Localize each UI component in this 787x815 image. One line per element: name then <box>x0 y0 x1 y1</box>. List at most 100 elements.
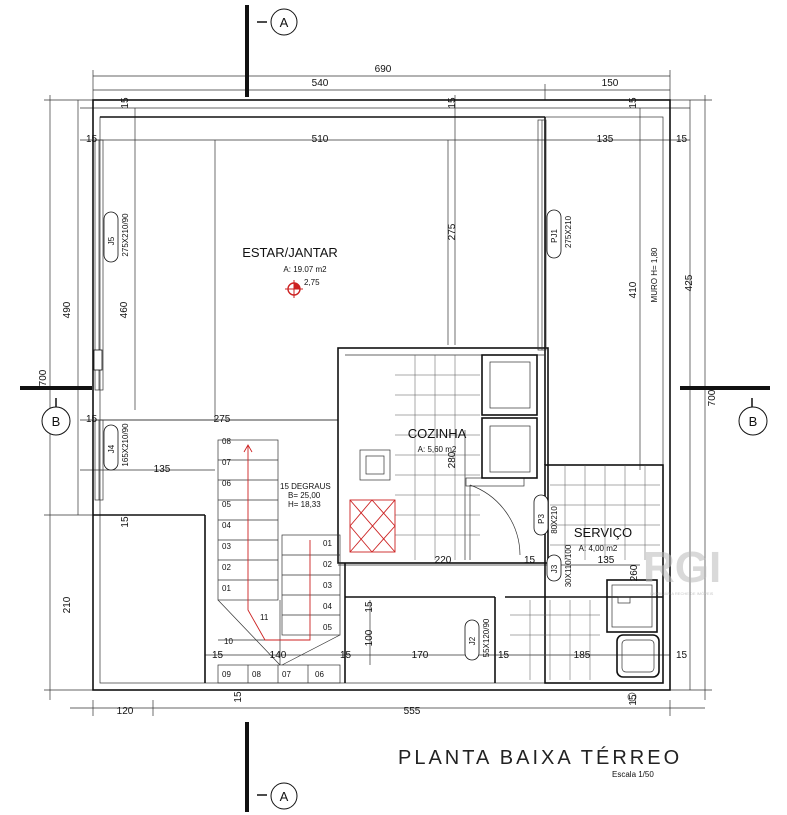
room-estar-level: 2,75 <box>304 278 320 287</box>
opening-j2: J2 55X120/90 <box>464 618 491 661</box>
opening-j4-id: J4 <box>107 444 116 453</box>
openings <box>93 119 547 560</box>
dim-wall-15: 15 <box>628 97 639 109</box>
opening-pj1-size: 275X210 <box>564 215 573 248</box>
dim-inner-510: 510 <box>312 134 329 145</box>
opening-j5-id: J5 <box>107 236 116 245</box>
section-a-top-marker <box>270 8 298 36</box>
section-b-left-label: B <box>52 414 61 429</box>
room-servico-area: A: 4,00 m2 <box>579 544 618 553</box>
section-a-bottom-label: A <box>280 789 289 804</box>
stair-riser: H= 18,33 <box>288 500 321 509</box>
stair-step: 05 <box>323 623 332 632</box>
dim-right-410: 410 <box>628 281 639 298</box>
opening-pj1-id: PJ1 <box>550 229 559 243</box>
dim-wall-15: 15 <box>340 650 352 661</box>
room-cozinha-area: A: 5,60 m2 <box>418 445 457 454</box>
stair-step: 09 <box>222 670 231 679</box>
dim-wall-15: 15 <box>628 694 639 706</box>
dim-left-700: 700 <box>38 369 49 386</box>
room-cozinha-name: COZINHA <box>408 426 467 441</box>
room-estar-area: A: 19.07 m2 <box>283 265 327 274</box>
stair-step: 06 <box>222 479 231 488</box>
dim-right-425: 425 <box>684 274 695 291</box>
stair-step: 02 <box>323 560 332 569</box>
section-a-top-label: A <box>280 15 289 30</box>
dim-wall-15: 15 <box>676 134 688 145</box>
fixtures <box>349 354 660 702</box>
stair-step: 03 <box>222 542 231 551</box>
dim-inner-135: 135 <box>597 134 614 145</box>
dim-wall-15: 15 <box>498 650 510 661</box>
watermark-brand: RGI <box>643 543 721 592</box>
stair-step: 10 <box>224 637 233 646</box>
room-estar-name: ESTAR/JANTAR <box>242 245 338 260</box>
dim-bottom-120: 120 <box>117 706 134 717</box>
stair-step: 05 <box>222 500 231 509</box>
dim-wall-15: 15 <box>676 650 688 661</box>
opening-j3-id: J3 <box>550 564 559 573</box>
drawing-scale: Escala 1/50 <box>612 770 654 779</box>
dim-top-right: 150 <box>602 78 619 89</box>
dim-wall-15: 15 <box>447 97 458 109</box>
dim-top-left: 540 <box>312 78 329 89</box>
room-servico-name: SERVIÇO <box>574 525 632 540</box>
section-cuts <box>20 5 770 812</box>
section-b-right-marker <box>738 406 768 436</box>
drawing-title: PLANTA BAIXA TÉRREO <box>398 746 682 769</box>
dim-serv-135: 135 <box>598 555 615 566</box>
dim-bath-100: 100 <box>364 629 375 646</box>
opening-j5-size: 275X210/90 <box>121 213 130 257</box>
watermark-tagline: IMOBILIÁRIA RECHE DE IMÓVEIS <box>650 591 714 596</box>
walls <box>92 99 671 691</box>
opening-j3-size: 30X110/100 <box>564 544 573 587</box>
dim-wall-15: 15 <box>86 414 98 425</box>
dim-kitchen-220: 220 <box>435 555 452 566</box>
stair-step: 03 <box>323 581 332 590</box>
stair <box>217 439 341 684</box>
dim-wall-15: 15 <box>233 691 244 703</box>
stair-label: 15 DEGRAUS <box>280 482 331 491</box>
dim-mid-135: 135 <box>154 464 171 475</box>
dim-left-490: 490 <box>62 301 73 318</box>
dim-wall-15: 15 <box>120 97 131 109</box>
dim-bottom-185: 185 <box>574 650 591 661</box>
dim-wall-15: 15 <box>86 134 98 145</box>
wall-note: MURO H= 1,80 <box>650 247 659 302</box>
stair-tread: B= 25,00 <box>288 491 321 500</box>
stair-step: 04 <box>323 602 332 611</box>
dim-mid-275-v: 275 <box>447 223 458 240</box>
dim-kitchen-280: 280 <box>447 451 458 468</box>
dim-mid-275-h: 275 <box>214 414 231 425</box>
stair-step: 01 <box>323 539 332 548</box>
stair-step: 08 <box>252 670 261 679</box>
stair-step: 04 <box>222 521 231 530</box>
dim-left-210: 210 <box>62 596 73 613</box>
dim-bottom-140: 140 <box>270 650 287 661</box>
dim-wall-15: 15 <box>364 601 375 613</box>
section-b-left-marker <box>41 406 71 436</box>
opening-j4-size: 165X210/90 <box>121 423 130 467</box>
dim-right-700: 700 <box>707 389 718 406</box>
stair-step: 11 <box>260 613 269 622</box>
opening-p3-id: P3 <box>537 514 546 524</box>
dim-bottom-555: 555 <box>404 706 421 717</box>
opening-pj1: PJ1 275X210 <box>546 209 573 259</box>
dim-wall-15: 15 <box>524 555 536 566</box>
section-a-bottom-marker <box>270 782 298 810</box>
opening-p3-size: 80X210 <box>550 506 559 534</box>
opening-j3: J3 30X110/100 <box>546 544 573 587</box>
stair-step: 06 <box>315 670 324 679</box>
dim-wall-15: 15 <box>120 516 131 528</box>
stair-step: 07 <box>282 670 291 679</box>
floor-tiles <box>395 355 660 680</box>
opening-j2-id: J2 <box>468 636 477 645</box>
dim-bottom-170: 170 <box>412 650 429 661</box>
section-b-right-label: B <box>749 414 758 429</box>
stair-step: 07 <box>222 458 231 467</box>
dim-top-total: 690 <box>375 64 392 75</box>
dim-serv-260: 260 <box>629 564 640 581</box>
stair-step: 02 <box>222 563 231 572</box>
watermark-logo: RGI IMOBILIÁRIA RECHE DE IMÓVEIS <box>643 543 721 596</box>
